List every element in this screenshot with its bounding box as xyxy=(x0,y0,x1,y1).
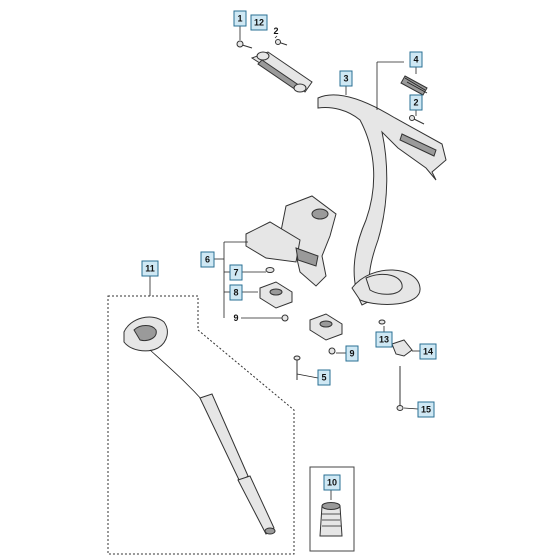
screw-1 xyxy=(236,40,253,49)
callout-15: 15 xyxy=(417,401,435,418)
leader-lines xyxy=(149,26,420,500)
svg-text:8: 8 xyxy=(233,288,238,298)
callout-6: 6 xyxy=(200,251,215,268)
svg-text:7: 7 xyxy=(233,268,238,278)
svg-text:1: 1 xyxy=(237,14,242,24)
nut-9-b xyxy=(328,347,336,355)
svg-text:2: 2 xyxy=(273,26,278,36)
washer-13 xyxy=(378,319,386,325)
svg-text:9: 9 xyxy=(349,349,354,359)
screw-2-top xyxy=(275,39,288,46)
mount-housing xyxy=(245,195,337,287)
callout-12: 12 xyxy=(250,14,268,31)
callout-10: 10 xyxy=(323,474,341,491)
handle-mount-bracket xyxy=(250,51,313,93)
callout-9-right: 9 xyxy=(345,345,359,362)
callout-9-left: 9 xyxy=(233,313,238,323)
cable-kit-outline xyxy=(107,295,295,555)
svg-text:15: 15 xyxy=(421,405,431,415)
callout-5: 5 xyxy=(317,369,331,386)
bolt-5 xyxy=(293,355,301,380)
callout-4: 4 xyxy=(409,51,423,68)
callout-14: 14 xyxy=(419,343,437,360)
damper-block-right xyxy=(309,313,343,341)
damper-block-left xyxy=(259,281,293,309)
svg-text:13: 13 xyxy=(379,335,389,345)
callout-2-side: 2 xyxy=(409,94,423,111)
washer-7 xyxy=(265,267,275,273)
callout-1: 1 xyxy=(233,10,247,27)
svg-text:4: 4 xyxy=(413,55,418,65)
callout-3: 3 xyxy=(339,70,353,87)
callout-2-top: 2 xyxy=(273,26,278,36)
svg-text:12: 12 xyxy=(254,18,264,28)
svg-text:6: 6 xyxy=(205,255,210,265)
callout-13: 13 xyxy=(375,331,393,348)
svg-text:5: 5 xyxy=(321,373,326,383)
svg-text:10: 10 xyxy=(327,478,337,488)
bolt-15 xyxy=(396,366,404,411)
loop-handle-bar xyxy=(317,94,447,306)
callout-7: 7 xyxy=(229,264,243,281)
svg-text:14: 14 xyxy=(423,347,433,357)
clamp-14 xyxy=(391,339,413,357)
svg-text:9: 9 xyxy=(233,313,238,323)
svg-text:11: 11 xyxy=(145,264,155,274)
callout-11: 11 xyxy=(141,260,159,277)
throttle-cable xyxy=(123,316,276,535)
svg-text:3: 3 xyxy=(343,74,348,84)
screw-2-side xyxy=(409,115,425,125)
cable-adjuster-10 xyxy=(319,502,343,537)
nut-9-a xyxy=(281,314,289,322)
svg-text:2: 2 xyxy=(413,98,418,108)
callout-8: 8 xyxy=(229,284,243,301)
spring-part xyxy=(400,75,428,96)
